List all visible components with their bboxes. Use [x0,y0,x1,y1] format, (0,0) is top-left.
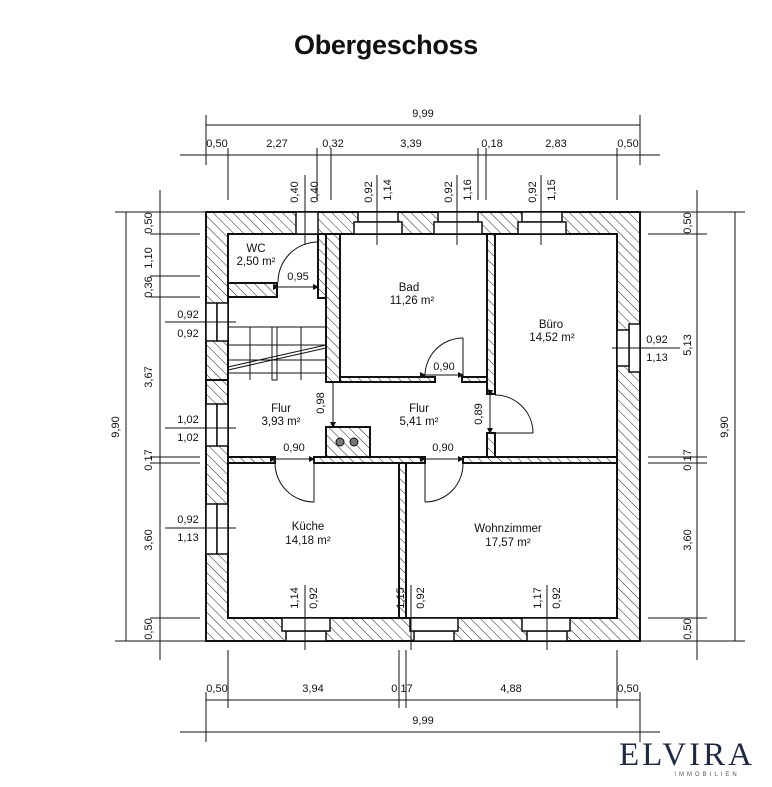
svg-text:0,92: 0,92 [551,587,563,608]
svg-text:3,94: 3,94 [302,683,323,695]
room-wc: WC2,50 m² [237,243,276,268]
svg-text:0,92: 0,92 [363,181,375,202]
svg-text:2,27: 2,27 [266,138,287,150]
svg-text:0,50: 0,50 [206,138,227,150]
dimension-labels: 9,99 0,50 2,27 0,32 3,39 0,18 2,83 0,50 … [110,108,731,727]
svg-text:0,92: 0,92 [177,309,198,321]
svg-text:0,40: 0,40 [309,181,321,202]
svg-text:2,50 m²: 2,50 m² [237,256,276,268]
svg-text:0,90: 0,90 [432,442,453,454]
svg-text:0,92: 0,92 [177,328,198,340]
svg-text:1,17: 1,17 [532,587,544,608]
svg-text:1,02: 1,02 [177,432,198,444]
svg-text:0,18: 0,18 [481,138,502,150]
svg-text:0,50: 0,50 [682,212,694,233]
svg-text:0,50: 0,50 [682,618,694,639]
svg-text:0,50: 0,50 [143,618,155,639]
svg-text:1,15: 1,15 [546,179,558,200]
staircase [227,326,327,381]
svg-text:3,60: 3,60 [143,529,155,550]
chimney-flues [335,437,359,447]
svg-text:Flur: Flur [271,403,291,415]
svg-text:0,32: 0,32 [322,138,343,150]
svg-text:1,10: 1,10 [143,247,155,268]
svg-text:0,92: 0,92 [527,181,539,202]
svg-text:3,39: 3,39 [400,138,421,150]
svg-text:0,92: 0,92 [177,514,198,526]
svg-text:Bad: Bad [399,282,419,294]
svg-text:9,99: 9,99 [412,108,433,120]
svg-text:0,36: 0,36 [143,276,155,297]
svg-text:0,50: 0,50 [143,212,155,233]
svg-text:1,14: 1,14 [382,179,394,200]
svg-text:0,50: 0,50 [617,138,638,150]
svg-text:0,90: 0,90 [283,442,304,454]
svg-text:0,92: 0,92 [443,181,455,202]
svg-text:0,50: 0,50 [617,683,638,695]
svg-text:5,13: 5,13 [682,334,694,355]
dimension-lines [115,115,745,742]
svg-text:0,89: 0,89 [473,403,485,424]
svg-text:1,14: 1,14 [289,587,301,608]
interior-walls [205,233,618,619]
svg-text:1,16: 1,16 [462,179,474,200]
svg-text:9,90: 9,90 [719,416,731,437]
svg-text:0,92: 0,92 [646,334,667,346]
svg-text:Flur: Flur [409,403,429,415]
svg-text:14,18 m²: 14,18 m² [285,535,331,547]
svg-text:5,41 m²: 5,41 m² [400,416,439,428]
logo-brand: ELVIRA [619,737,755,773]
svg-text:9,90: 9,90 [110,416,122,437]
svg-text:0,50: 0,50 [206,683,227,695]
svg-text:Büro: Büro [539,319,563,331]
svg-text:1,15: 1,15 [395,587,407,608]
svg-text:0,95: 0,95 [287,271,308,283]
floor-title: Obergeschoss [294,30,478,60]
svg-text:17,57 m²: 17,57 m² [485,537,531,549]
svg-text:3,67: 3,67 [143,366,155,387]
svg-text:1,02: 1,02 [177,414,198,426]
svg-text:0,98: 0,98 [315,392,327,413]
svg-text:Wohnzimmer: Wohnzimmer [474,523,542,535]
svg-text:0,40: 0,40 [289,181,301,202]
logo-subtitle: IMMOBILIEN [674,772,740,778]
svg-text:1,13: 1,13 [646,352,667,364]
svg-text:WC: WC [246,243,265,255]
svg-text:14,52 m²: 14,52 m² [529,332,575,344]
room-wohnzimmer: Wohnzimmer 17,57 m² [474,523,542,549]
svg-text:Küche: Küche [292,521,325,533]
doors [270,241,534,503]
svg-text:2,83: 2,83 [545,138,566,150]
svg-text:4,88: 4,88 [500,683,521,695]
svg-text:0,17: 0,17 [391,683,412,695]
svg-text:9,99: 9,99 [412,715,433,727]
svg-text:0,90: 0,90 [433,361,454,373]
svg-text:11,26 m²: 11,26 m² [390,295,435,307]
svg-text:0,92: 0,92 [415,587,427,608]
elvira-logo: ELVIRA IMMOBILIEN [612,738,762,778]
svg-text:3,60: 3,60 [682,529,694,550]
svg-text:1,13: 1,13 [177,532,198,544]
svg-text:3,93 m²: 3,93 m² [262,416,301,428]
room-kueche: Küche 14,18 m² [285,521,331,547]
svg-text:0,17: 0,17 [682,449,694,470]
svg-text:0,17: 0,17 [143,449,155,470]
svg-text:0,92: 0,92 [308,587,320,608]
